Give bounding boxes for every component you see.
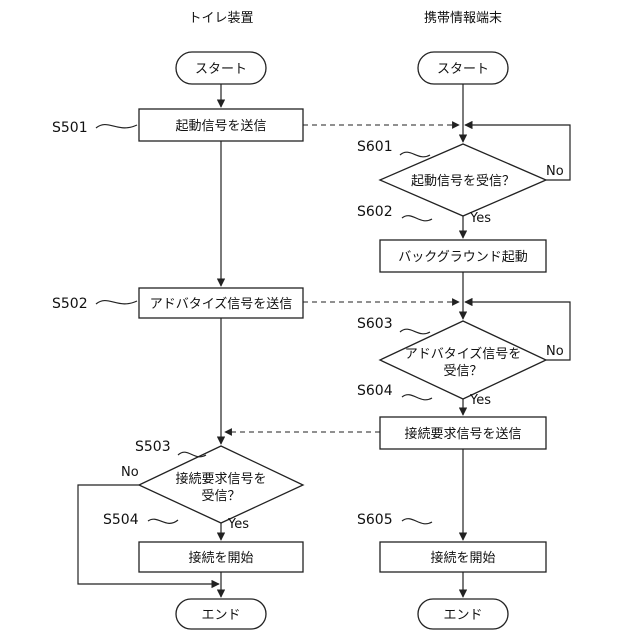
- s504-label: 接続を開始: [188, 550, 253, 566]
- s501-box: 起動信号を送信: [139, 109, 303, 141]
- s605-box: 接続を開始: [380, 542, 546, 572]
- s601-decision: 起動信号を受信？: [380, 144, 546, 216]
- s501-label: 起動信号を送信: [175, 119, 266, 134]
- s603-yes-label: Yes: [469, 393, 491, 408]
- header-toilet-device: トイレ装置: [188, 11, 253, 26]
- s602-box: バックグラウンド起動: [380, 240, 546, 272]
- s603-line1: アドバタイズ信号を: [405, 346, 522, 362]
- right-start-terminal: スタート: [418, 52, 508, 84]
- s504-step: S504: [103, 512, 139, 528]
- right-end-label: エンド: [443, 608, 482, 623]
- s601-no-label: No: [546, 164, 564, 179]
- s604-step: S604: [357, 383, 393, 399]
- s502-label: アドバタイズ信号を送信: [150, 296, 293, 312]
- s501-step: S501: [52, 120, 88, 136]
- s601-label: 起動信号を受信？: [411, 174, 515, 189]
- left-end-terminal: エンド: [176, 599, 266, 629]
- s603-decision: アドバタイズ信号を 受信？: [380, 321, 546, 399]
- s503-decision: 接続要求信号を 受信？: [139, 446, 303, 523]
- left-end-label: エンド: [201, 608, 240, 623]
- s503-line2: 受信？: [201, 489, 240, 504]
- left-start-label: スタート: [195, 62, 247, 77]
- s604-label: 接続要求信号を送信: [404, 426, 521, 442]
- s503-yes-label: Yes: [227, 517, 249, 532]
- s504-box: 接続を開始: [139, 542, 303, 572]
- s605-label: 接続を開始: [430, 550, 495, 566]
- s502-step: S502: [52, 296, 88, 312]
- right-end-terminal: エンド: [418, 599, 508, 629]
- s604-box: 接続要求信号を送信: [380, 417, 546, 449]
- s502-box: アドバタイズ信号を送信: [139, 288, 303, 318]
- header-mobile-terminal: 携帯情報端末: [424, 10, 502, 26]
- s601-step: S601: [357, 139, 393, 155]
- s605-step: S605: [357, 512, 393, 528]
- s503-step: S503: [135, 439, 171, 455]
- s601-yes-label: Yes: [469, 211, 491, 226]
- s503-no-label: No: [121, 465, 139, 480]
- s603-step: S603: [357, 316, 393, 332]
- s602-label: バックグラウンド起動: [398, 250, 527, 265]
- s503-line1: 接続要求信号を: [175, 471, 266, 487]
- s603-line2: 受信？: [443, 364, 482, 379]
- s602-step: S602: [357, 204, 393, 220]
- right-start-label: スタート: [437, 62, 489, 77]
- left-start-terminal: スタート: [176, 52, 266, 84]
- s603-no-label: No: [546, 344, 564, 359]
